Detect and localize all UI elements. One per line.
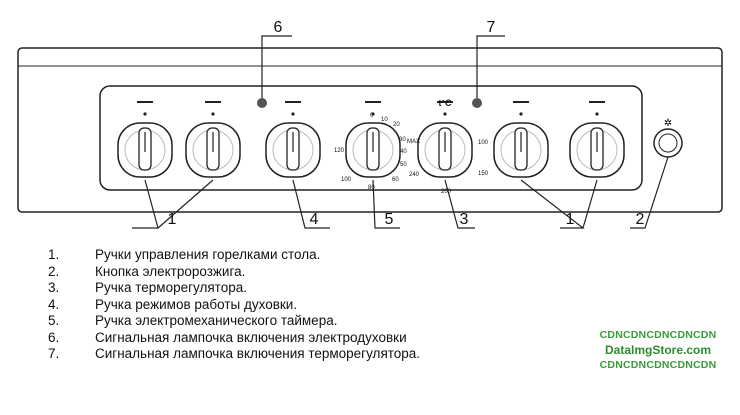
- timer-tick-50: 50: [400, 162, 407, 168]
- legend-number: 4.: [48, 296, 60, 312]
- legend-number: 2.: [48, 263, 60, 279]
- spark-icon: ✲: [664, 118, 672, 129]
- timer-tick-40: 40: [400, 149, 407, 155]
- watermark-line3: CDNCDNCDNCDNCDN: [599, 359, 717, 371]
- timer-tick-0: 0: [370, 113, 374, 119]
- legend-number: 6.: [48, 329, 60, 345]
- watermark-line1: CDNCDNCDNCDNCDN: [599, 329, 717, 341]
- legend-number: 7.: [48, 346, 60, 361]
- legend-text: Кнопка электророзжига.: [95, 263, 246, 279]
- control-area-outline: [99, 85, 643, 191]
- thermo-tick-150: 150: [478, 171, 489, 177]
- legend-text: Ручки управления горелками стола.: [95, 247, 321, 262]
- burner-knob-4: [569, 101, 625, 178]
- thermostat-signal-lamp: [472, 98, 482, 108]
- legend-text: Сигнальная лампочка включения электродух…: [95, 329, 407, 345]
- thermo-tick-200: 200: [441, 189, 452, 195]
- legend-number: 3.: [48, 280, 60, 295]
- thermo-tick-100: 100: [478, 140, 489, 146]
- watermark-line2: DataImgStore.com: [604, 343, 712, 357]
- timer-tick-20: 20: [393, 122, 400, 128]
- burner-knob-3: [493, 101, 549, 178]
- legend-number: 5.: [48, 313, 60, 328]
- callout-5: 5: [385, 211, 394, 228]
- legend-text: Сигнальная лампочка включения терморегул…: [95, 346, 421, 361]
- callout-2: 2: [636, 211, 645, 228]
- callout-4: 4: [310, 211, 319, 228]
- legend-text: Ручка терморегулятора.: [95, 280, 247, 295]
- legend-text: Ручка режимов работы духовки.: [95, 296, 298, 312]
- thermo-tick-max: MAX: [407, 139, 420, 145]
- timer-tick-30: 30: [399, 137, 406, 143]
- legend-number: 1.: [48, 247, 60, 262]
- oven-mode-knob: [265, 101, 321, 178]
- timer-tick-60: 60: [392, 177, 399, 183]
- burner-knob-2: [185, 101, 241, 178]
- timer-tick-80: 80: [368, 185, 375, 191]
- timer-tick-120: 120: [334, 148, 345, 154]
- timer-knob: [345, 101, 401, 178]
- burner-knob-1: [117, 101, 173, 178]
- callout-lines: [132, 35, 669, 229]
- timer-tick-10: 10: [381, 117, 388, 123]
- callout-1-left: 1: [168, 211, 177, 228]
- callout-7: 7: [487, 19, 496, 36]
- callout-1-right: 1: [566, 211, 575, 228]
- legend-text: Ручка электромеханического таймера.: [95, 313, 338, 328]
- callout-3: 3: [460, 211, 469, 228]
- thermo-tick-240: 240: [409, 172, 420, 178]
- watermark: CDNCDNCDNCDNCDN DataImgStore.com CDNCDNC…: [588, 328, 728, 373]
- timer-tick-100: 100: [341, 177, 352, 183]
- callout-6: 6: [274, 19, 283, 36]
- ignition-button-inner: [658, 133, 678, 153]
- thermostat-symbol: t°C: [438, 98, 452, 108]
- oven-signal-lamp: [257, 98, 267, 108]
- thermostat-knob: [417, 101, 473, 178]
